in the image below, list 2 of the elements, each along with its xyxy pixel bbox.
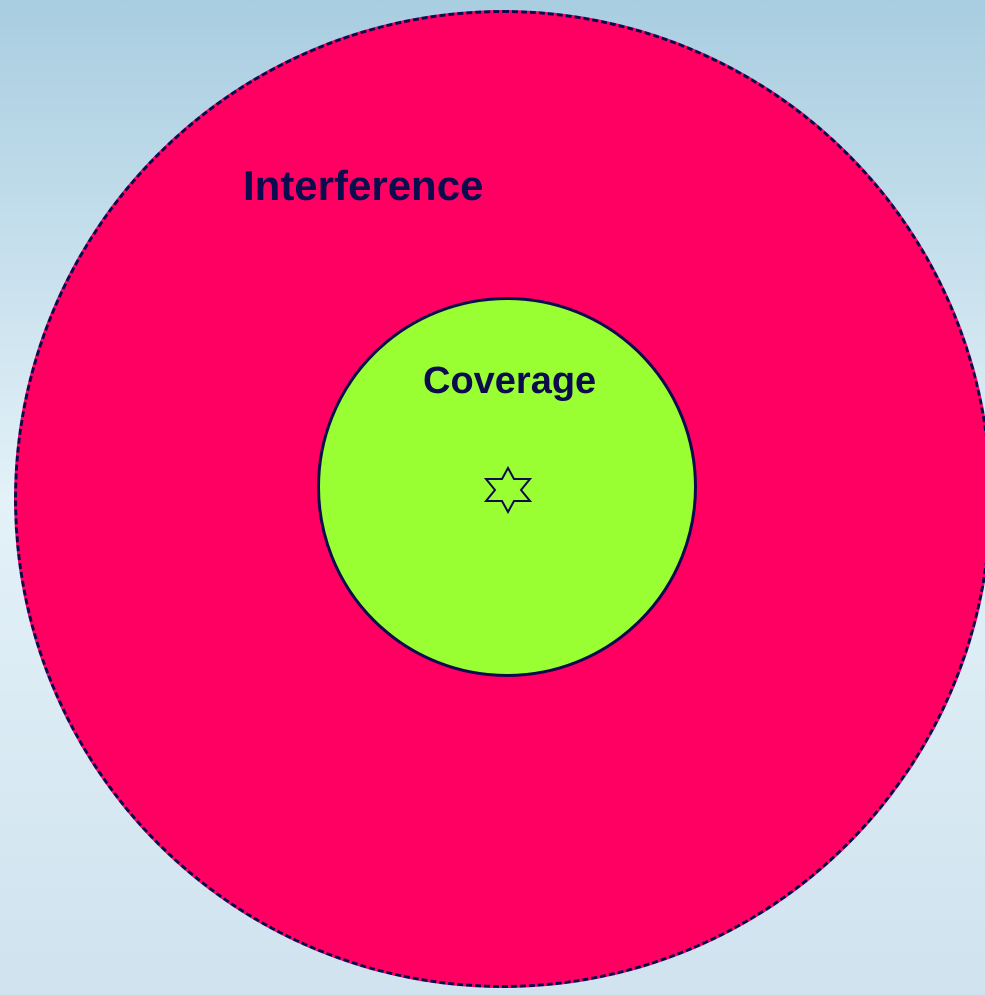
coverage-label: Coverage — [423, 362, 596, 400]
interference-label: Interference — [243, 165, 484, 207]
